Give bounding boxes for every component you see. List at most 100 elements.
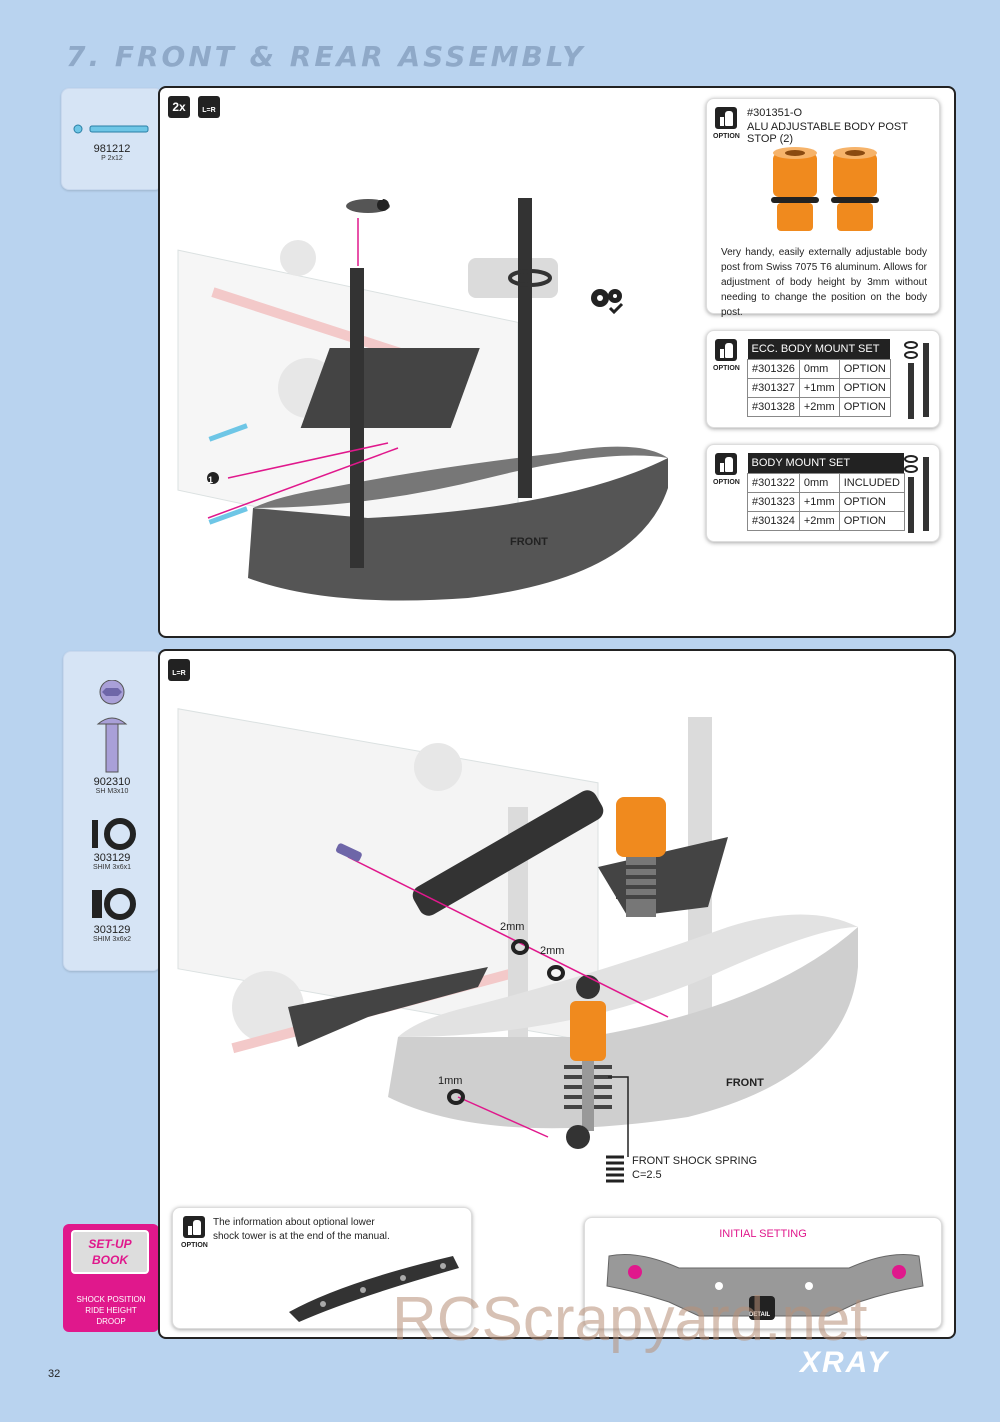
lr-badge-text: L=R <box>172 670 186 677</box>
shim-label-2mm-a: 2mm <box>500 921 525 933</box>
row-size: 0mm <box>798 359 840 379</box>
setup-item: RIDE HEIGHT <box>85 1306 137 1315</box>
alu-body-post-option: OPTION #301351-O ALU ADJUSTABLE BODY POS… <box>706 98 940 318</box>
setup-line1: SET-UP <box>88 1237 132 1251</box>
alu-post-stop-image <box>771 147 879 231</box>
row-size: +2mm <box>798 511 840 531</box>
row-part: #301323 <box>747 492 800 512</box>
lr-badge: L=R <box>168 659 190 681</box>
step2-parts-panel: 902310 SH M3x10 303129 SHIM 3x6x1 303129… <box>63 651 161 971</box>
shim-label-1mm: 1mm <box>438 1075 463 1087</box>
row-status: OPTION <box>838 492 905 512</box>
option-label: OPTION <box>181 1242 208 1249</box>
part-desc: SHIM 3x6x2 <box>92 936 132 943</box>
part-303129-2: 303129 SHIM 3x6x2 <box>64 924 160 943</box>
adjust-gear-icon <box>591 289 624 315</box>
part-303129-1: 303129 SHIM 3x6x1 <box>64 852 160 871</box>
setup-items: SHOCK POSITION RIDE HEIGHT DROOP <box>63 1294 159 1327</box>
option-thumb-icon <box>715 107 737 129</box>
ecc-mount-parts-image <box>904 341 929 419</box>
ecc-table-header: ECC. BODY MOUNT SET <box>747 339 891 360</box>
setup-book-tab[interactable]: SET-UP BOOK SHOCK POSITION RIDE HEIGHT D… <box>63 1224 159 1332</box>
row-status: OPTION <box>838 511 905 531</box>
alu-part-name: ALU ADJUSTABLE BODY POST STOP (2) <box>747 121 908 145</box>
page-title: 7. FRONT & REAR ASSEMBLY <box>66 40 586 73</box>
option-thumb-icon <box>715 453 737 475</box>
step2-panel: L=R <box>158 649 956 1339</box>
option-thumb-icon <box>183 1216 205 1238</box>
row-status: OPTION <box>838 359 891 379</box>
body-mount-parts-image <box>904 455 929 533</box>
setup-line2: BOOK <box>92 1253 128 1267</box>
row-size: +1mm <box>798 378 840 398</box>
shock-assembly-illustration <box>177 708 858 1157</box>
part-desc: SH M3x10 <box>95 788 129 795</box>
part-desc: P 2x12 <box>101 155 123 162</box>
row-part: #301327 <box>747 378 800 398</box>
part-code: 981212 <box>93 143 131 155</box>
part-code: 902310 <box>93 776 131 788</box>
row-part: #301324 <box>747 511 800 531</box>
step1-parts-panel: 981212 P 2x12 <box>61 88 163 190</box>
front-label: FRONT <box>726 1077 764 1089</box>
option-label: OPTION <box>713 365 740 372</box>
screw-part-icon <box>96 680 128 773</box>
part-981212: 981212 P 2x12 <box>64 143 160 162</box>
alu-part-number: #301351-O <box>747 107 803 119</box>
shim-label-2mm-b: 2mm <box>540 945 565 957</box>
row-status: OPTION <box>838 378 891 398</box>
option-thumb-icon <box>715 339 737 361</box>
row-status: OPTION <box>838 397 891 417</box>
callout-1: 1 <box>208 475 214 485</box>
pin-part-icon <box>73 124 149 134</box>
initial-setting-title: INITIAL SETTING <box>719 1228 807 1240</box>
callout-2: 2 <box>378 192 384 202</box>
row-part: #301328 <box>747 397 800 417</box>
brand-logo: XRAY <box>800 1346 890 1379</box>
spring-icon <box>606 1155 624 1183</box>
lr-badge: L=R <box>198 96 220 118</box>
row-status: INCLUDED <box>838 473 905 493</box>
option-label: OPTION <box>713 133 740 140</box>
body-table-header: BODY MOUNT SET <box>747 453 905 474</box>
detail-label: DETAIL <box>749 1312 771 1318</box>
lr-badge-text: L=R <box>202 107 216 114</box>
setup-book-logo: SET-UP BOOK <box>71 1230 149 1274</box>
shim-1mm-icon <box>92 818 136 850</box>
lower-shock-tower-image <box>289 1256 459 1322</box>
row-part: #301326 <box>747 359 800 379</box>
row-size: +1mm <box>798 492 840 512</box>
option-note-text: The information about optional lower sho… <box>213 1217 390 1242</box>
part-code: 303129 <box>93 924 131 936</box>
spring-rate-value: C=2.5 <box>632 1169 662 1181</box>
watermark: RCScrapyard.net <box>392 1285 868 1354</box>
front-shock-spring-label: FRONT SHOCK SPRING <box>632 1155 758 1167</box>
part-code: 303129 <box>93 852 131 864</box>
row-part: #301322 <box>747 473 800 493</box>
row-size: +2mm <box>798 397 840 417</box>
setup-item: SHOCK POSITION <box>76 1295 146 1304</box>
part-902310: 902310 SH M3x10 <box>64 776 160 795</box>
row-size: 0mm <box>798 473 840 493</box>
count-badge: 2x <box>168 96 190 118</box>
lower-shock-tower-option: OPTION The information about optional lo… <box>172 1207 472 1329</box>
shim-2mm-icon <box>92 888 136 920</box>
step1-panel: 2x L=R 1 2 FRONT OPTIO <box>158 86 956 638</box>
part-desc: SHIM 3x6x1 <box>92 864 132 871</box>
setup-item: DROOP <box>96 1317 126 1326</box>
front-label: FRONT <box>510 536 548 548</box>
initial-setting-box: INITIAL SETTING DETAIL <box>584 1217 942 1329</box>
page-number: 32 <box>48 1368 61 1380</box>
body-post-illustration <box>177 198 668 601</box>
alu-description: Very handy, easily externally adjustable… <box>721 247 927 318</box>
